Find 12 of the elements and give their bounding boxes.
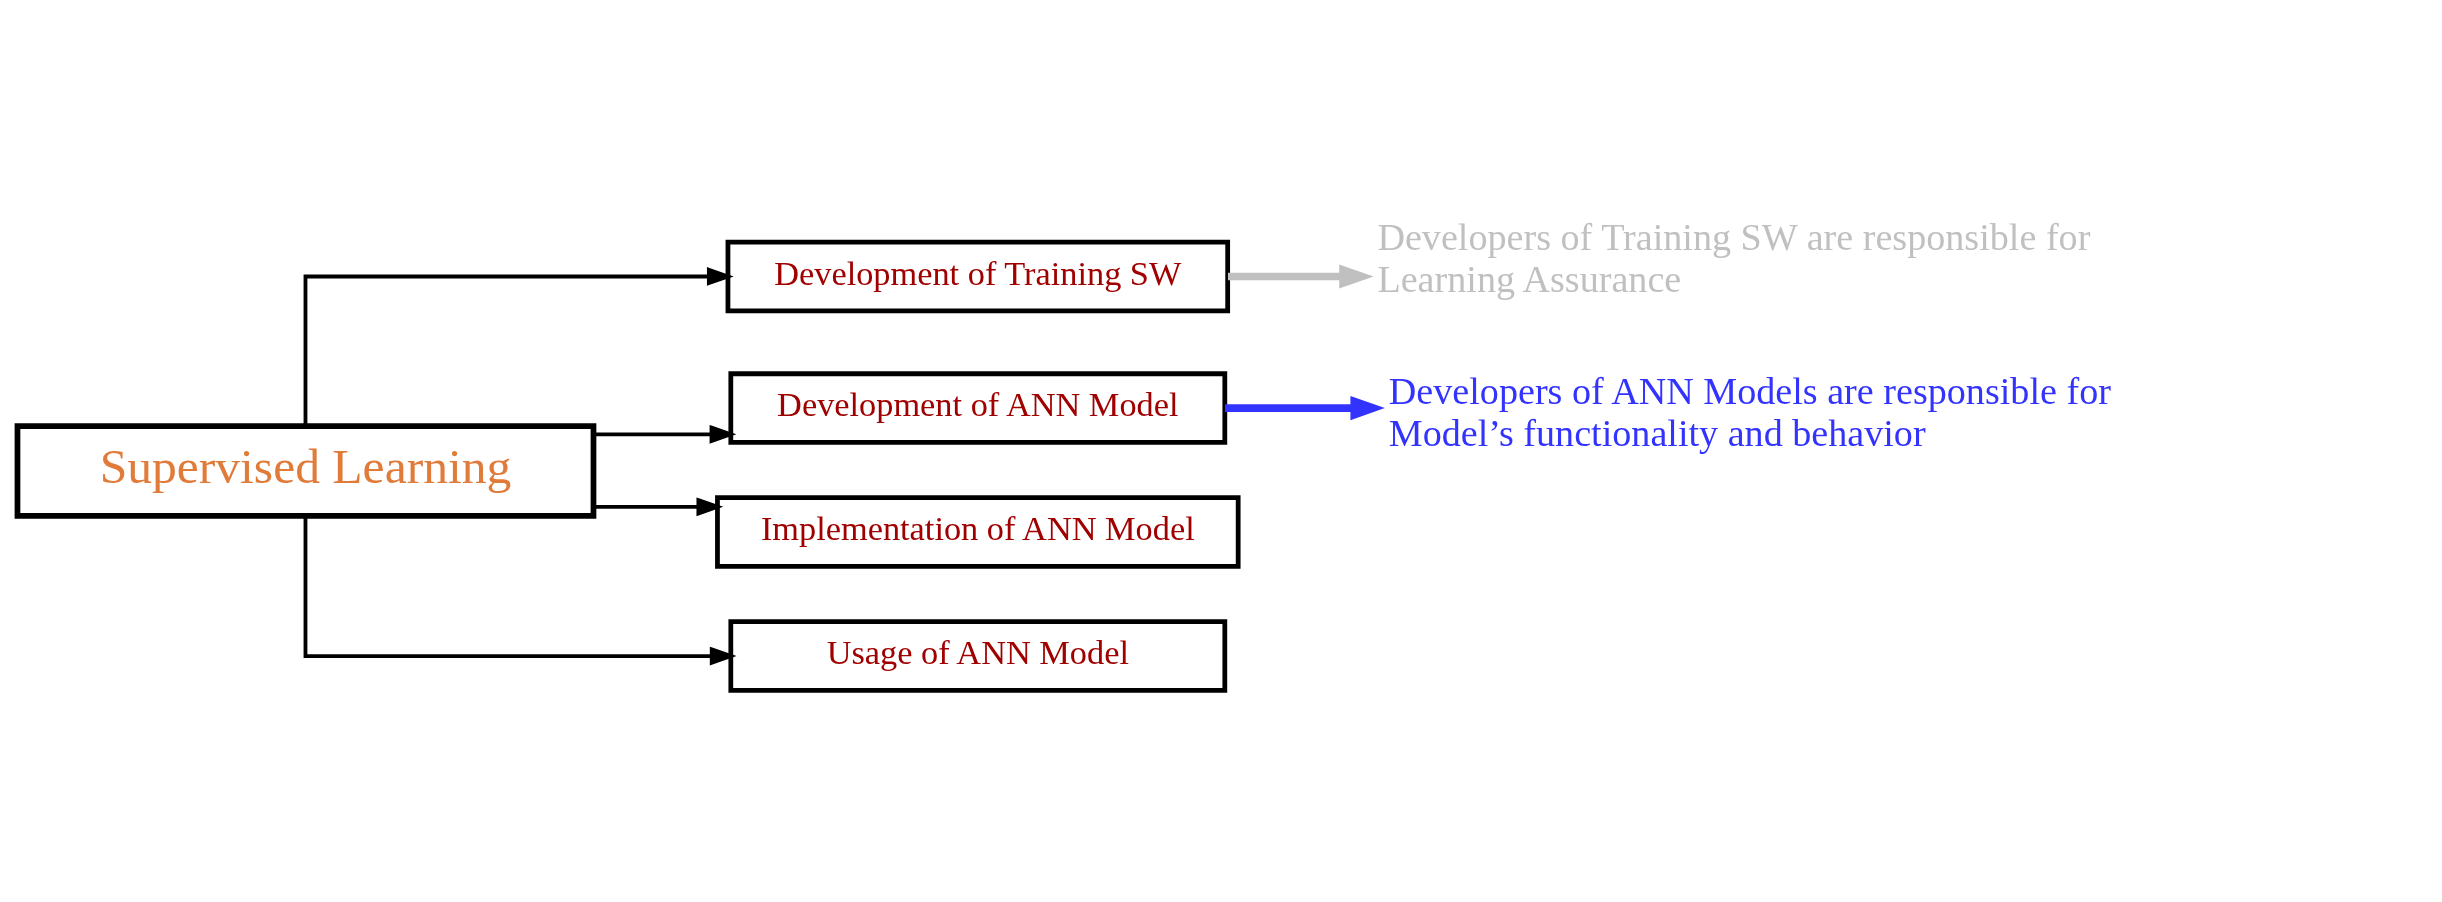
node-box: Usage of ANN Model	[728, 619, 1228, 693]
node-box: Development of ANN Model	[728, 371, 1228, 445]
arrow	[1224, 396, 1385, 421]
node-text: Developers of ANN Models are responsible for Model’s functionality and behavior	[1388, 370, 2111, 455]
arrow	[593, 424, 737, 444]
arrow	[593, 497, 724, 517]
node-box: Supervised Learning	[14, 423, 597, 519]
arrow	[303, 267, 734, 426]
node-box: Development of Training SW	[725, 239, 1231, 314]
arrow	[303, 516, 737, 666]
node-text: Developers of Training SW are responsible for Learning Assurance	[1377, 215, 2091, 300]
node-box: Implementation of ANN Model	[715, 495, 1241, 569]
